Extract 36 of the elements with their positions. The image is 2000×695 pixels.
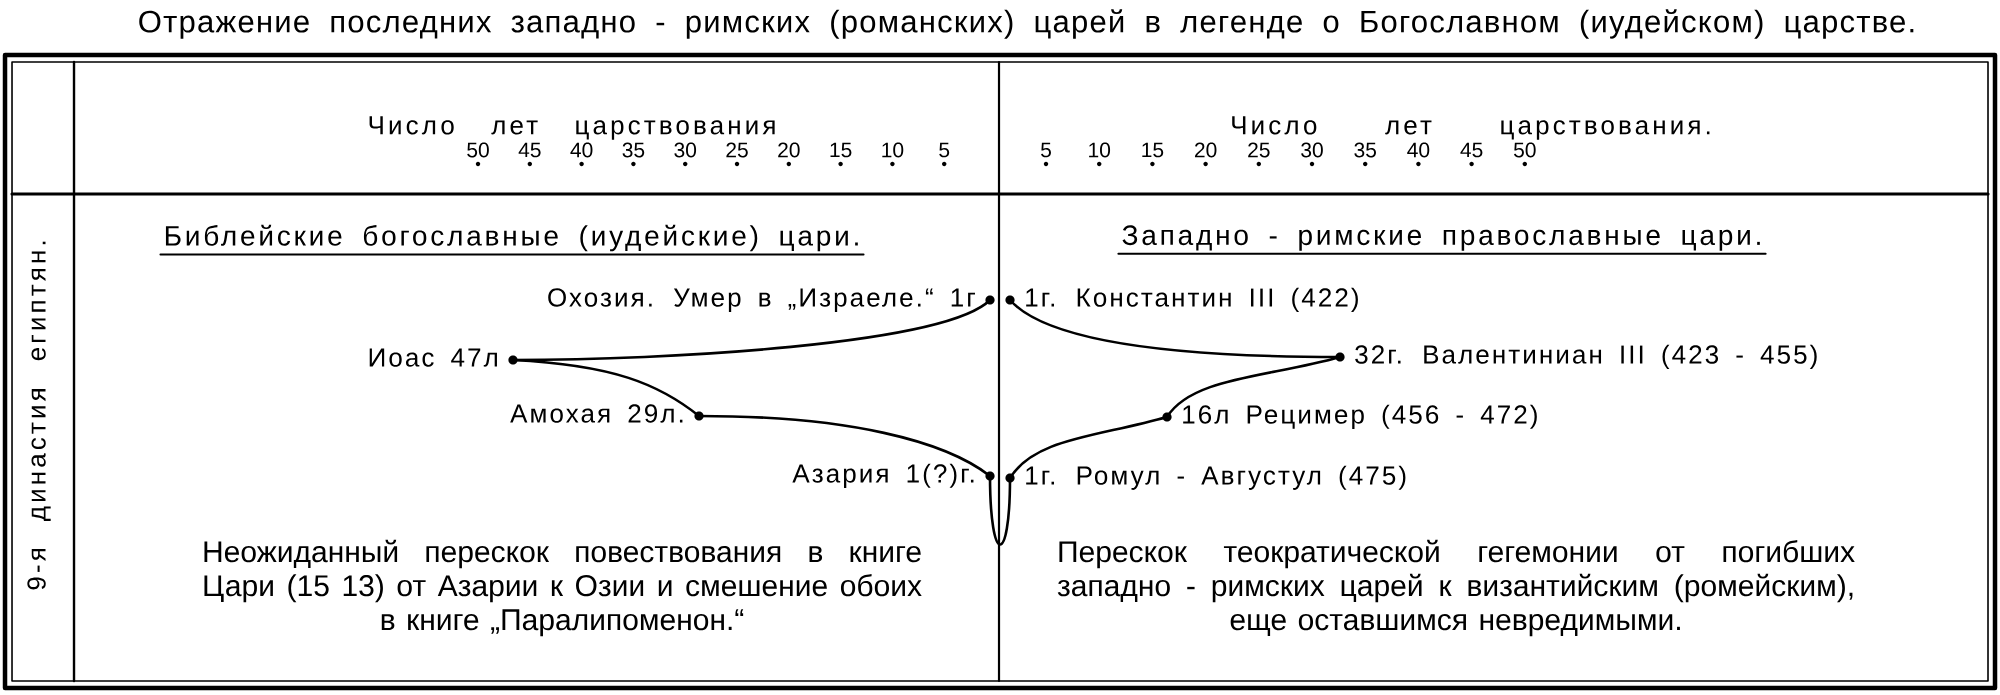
scale-number: 15 [1142,142,1164,158]
king-label: 32г. Валентиниан III (423 - 455) [1355,344,1817,369]
column-header: Число лет царствования [369,116,775,140]
king-label: Охозия. Умер в „Израеле.“ 1г [548,288,975,312]
king-label: 1г. Ромул - Августул (475) [1026,465,1406,490]
scale-number: 35 [622,142,645,158]
king-label: 16л Рецимер (456 - 472) [1183,404,1537,429]
note-text: Перескок теократической гегемонии от погибших западно - римских царей к византийским (ромейским), еще оставшимся невредимыми. [1057,539,1855,637]
scale-number: 20 [778,142,800,158]
scale-number: 5 [1041,142,1051,158]
scale-number: 35 [1354,142,1376,158]
scale-number: 45 [1460,142,1483,158]
scale-number: 30 [674,142,697,158]
king-label: Иоас 47л [369,348,497,367]
king-label: Амохая 29л. [510,404,683,423]
scale-number: 5 [939,142,950,158]
scale-number: 25 [726,142,748,158]
scale-number: 30 [1301,142,1323,158]
title: Отражение последних западно - римских (романских) царей в легенде о Богославном (иудейском) царстве. [139,9,1914,39]
king-label: Азария 1(?)г. [792,463,974,488]
scale-number: 15 [830,142,852,158]
row-label: 9-я династия египтян. [27,241,51,590]
scale-number: 10 [1089,142,1111,158]
scale-number: 20 [1195,142,1217,158]
section-heading: Библейские богославные (иудейские) цари. [159,224,865,256]
scale-number: 25 [1248,142,1270,158]
scale-number: 50 [467,142,489,158]
note-text: Неожиданный перескок повествования в книге Цари (15 13) от Азарии к Озии и смешение обоих в книге „Паралипоменон.“ [204,539,922,637]
section-heading: Западно - римские православные цари. [1117,225,1767,255]
scale-number: 10 [882,142,904,158]
scale-number: 40 [1407,142,1430,158]
king-label: 1г. Константин III (422) [1026,287,1358,312]
scale-number: 45 [518,142,541,158]
scale-number: 50 [1514,142,1536,158]
scale-number: 40 [570,142,593,158]
column-header: Число лет царствования. [1232,116,1710,140]
